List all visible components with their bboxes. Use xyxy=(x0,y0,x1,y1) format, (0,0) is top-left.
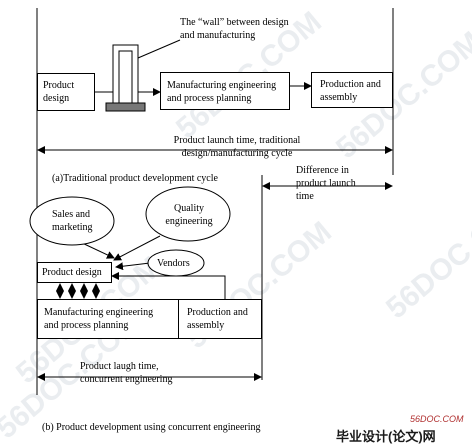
wall-inner xyxy=(118,50,133,103)
box-label: Manufacturing engineering and process pl… xyxy=(44,307,154,331)
arrow-sales-to-design xyxy=(79,241,115,259)
box-production-traditional: Production and assembly xyxy=(311,72,393,108)
wall-base xyxy=(105,102,146,112)
box-label: Production and assembly xyxy=(320,79,381,103)
box-label: Product design xyxy=(43,80,75,104)
box-label: Product design xyxy=(42,267,102,278)
site-url-logo: 56DOC.COM xyxy=(410,414,464,424)
concurrent-launch-label: Product laugh time, concurrent engineeri… xyxy=(80,361,173,385)
quality-label: Quality engineering xyxy=(165,203,213,227)
wall-pointer xyxy=(137,39,181,59)
box-product-design-traditional: Product design xyxy=(37,73,95,111)
arrow-prod-feedback xyxy=(111,272,226,302)
sales-ellipse xyxy=(29,196,115,246)
quality-ellipse xyxy=(145,186,231,242)
box-label: Production and assembly xyxy=(187,307,248,331)
difference-label: Difference in product launch time xyxy=(296,165,356,202)
vendors-ellipse xyxy=(147,249,205,277)
box-product-design-concurrent: Product design xyxy=(37,262,112,283)
wall-outer xyxy=(112,44,139,103)
traditional-launch-label: Product launch time, traditional design/… xyxy=(173,135,301,159)
arrow-quality-to-design xyxy=(113,235,161,261)
caption-traditional: (a)Traditional product development cycle xyxy=(52,173,218,184)
arrow-vendors-to-design xyxy=(115,262,151,271)
box-mfg-traditional: Manufacturing engineering and process pl… xyxy=(160,72,290,110)
site-brand-logo: 毕业设计(论文)网 xyxy=(336,429,436,444)
caption-concurrent: (b) Product development using concurrent… xyxy=(42,422,261,433)
vendors-label: Vendors xyxy=(157,258,190,269)
box-mfg-concurrent: Manufacturing engineering and process pl… xyxy=(37,299,179,339)
wall-label: The “wall” between design and manufactur… xyxy=(180,17,289,41)
sales-label: Sales and marketing xyxy=(52,209,93,233)
box-label: Manufacturing engineering and process pl… xyxy=(167,80,277,104)
box-production-concurrent: Production and assembly xyxy=(178,299,262,339)
